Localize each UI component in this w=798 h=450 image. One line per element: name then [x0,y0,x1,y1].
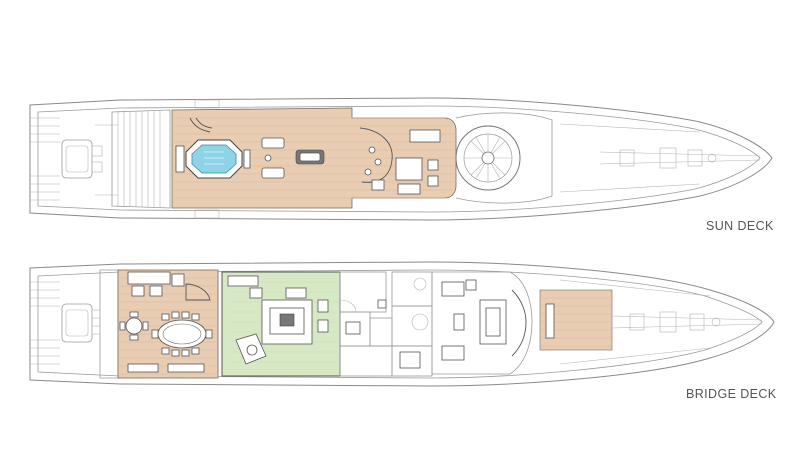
sun-deck-label: SUN DECK [706,219,774,233]
sun-deck-jacuzzi [175,139,243,179]
bridge-deck-cabins [339,271,433,377]
sun-deck-loungers [261,137,325,179]
bridge-deck-wheelhouse [431,271,533,375]
bridge-deck-plan [29,261,775,387]
sun-deck-radar-dome [455,125,521,191]
bridge-deck-label: BRIDGE DECK [686,387,777,401]
bridge-deck-dining-table [151,311,213,357]
sun-deck-foredeck [559,123,761,193]
bridge-deck-aft-lounge [127,271,211,301]
bridge-deck-foredeck [559,279,763,365]
sun-deck-dining-set [371,129,441,195]
sun-deck-stern [30,117,118,201]
sun-deck-aft-structure [111,99,220,219]
bridge-deck-salon-furniture [227,275,329,365]
bridge-deck-round-table [119,311,149,341]
sun-deck-plan [29,97,773,221]
